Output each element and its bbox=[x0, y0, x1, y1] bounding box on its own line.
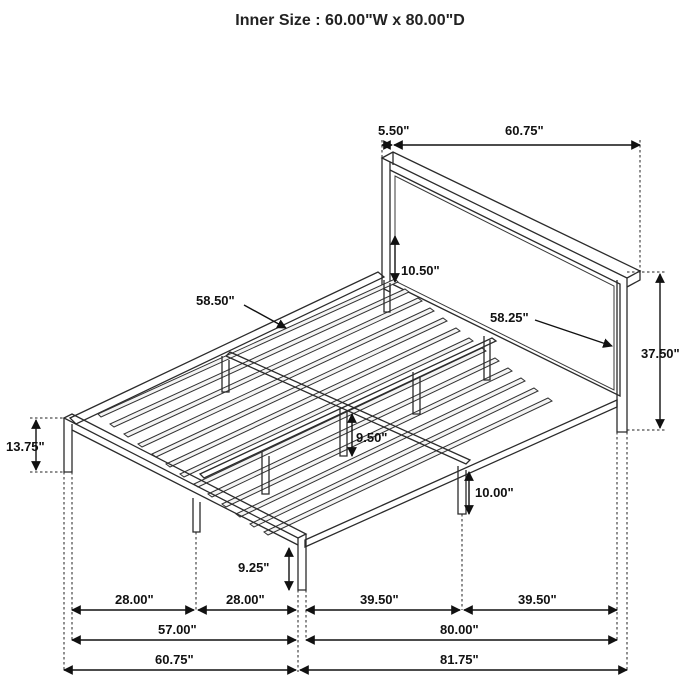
label-foot-span-right: 28.00" bbox=[226, 592, 265, 607]
label-side-leg-height: 10.00" bbox=[475, 485, 514, 500]
bed-frame bbox=[62, 151, 642, 591]
diagram-title: Inner Size : 60.00"W x 80.00"D bbox=[235, 12, 465, 29]
center-support bbox=[198, 337, 498, 479]
dimension-labels: 5.50" 60.75" 10.50" 58.50" 58.25" 37.50"… bbox=[6, 123, 680, 667]
label-foot-leg-height: 9.25" bbox=[238, 560, 269, 575]
label-headboard-thickness: 5.50" bbox=[378, 123, 409, 138]
label-foot-span-left: 28.00" bbox=[115, 592, 154, 607]
footboard bbox=[62, 413, 308, 591]
label-overall-width: 60.75" bbox=[155, 652, 194, 667]
label-headboard-panel-height: 10.50" bbox=[401, 263, 440, 278]
label-frame-diagonal-right: 58.25" bbox=[490, 310, 529, 325]
dimension-arrows bbox=[31, 140, 665, 675]
label-frame-diagonal-left: 58.50" bbox=[196, 293, 235, 308]
label-side-span-right: 39.50" bbox=[518, 592, 557, 607]
label-footboard-height: 13.75" bbox=[6, 439, 45, 454]
label-headboard-height: 37.50" bbox=[641, 346, 680, 361]
label-headboard-width: 60.75" bbox=[505, 123, 544, 138]
label-overall-length: 81.75" bbox=[440, 652, 479, 667]
headboard bbox=[380, 151, 642, 433]
label-center-leg-height: 9.50" bbox=[356, 430, 387, 445]
label-inner-length: 80.00" bbox=[440, 622, 479, 637]
label-inner-width: 57.00" bbox=[158, 622, 197, 637]
side-rails bbox=[68, 271, 618, 549]
label-side-span-left: 39.50" bbox=[360, 592, 399, 607]
